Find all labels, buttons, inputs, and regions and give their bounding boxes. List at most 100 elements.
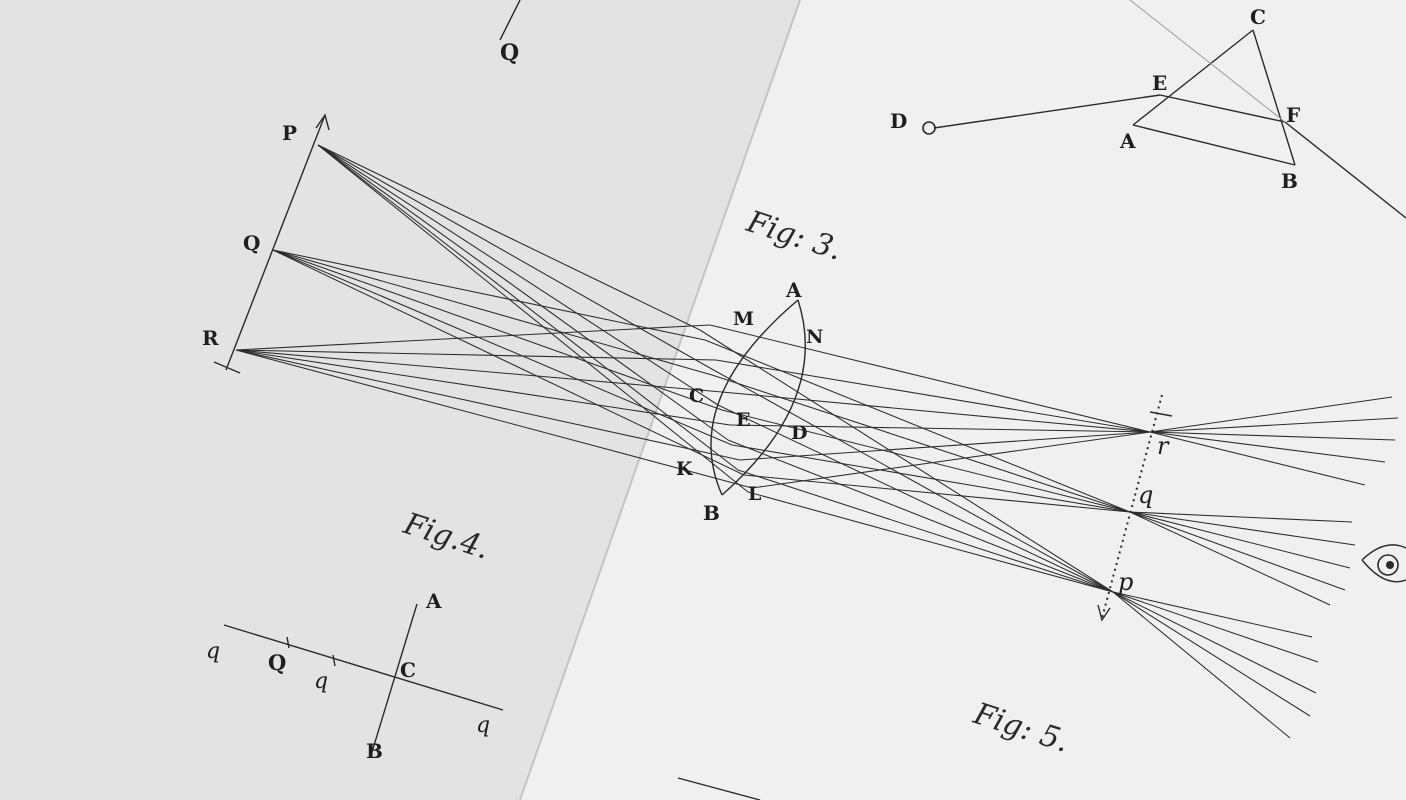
ray-incident-1-3 bbox=[272, 249, 733, 446]
ray-diverging-2-3 bbox=[1149, 431, 1386, 463]
ray-incident-1-1 bbox=[272, 249, 713, 376]
top-fragment: Q bbox=[499, 0, 521, 66]
label-D: D bbox=[791, 422, 807, 444]
fig4-label-q-left: q bbox=[206, 639, 220, 664]
prism-label-C: C bbox=[1250, 5, 1266, 29]
prism-figure: C E F D A B bbox=[890, 0, 1406, 219]
incident-ray bbox=[933, 94, 1161, 129]
ray-incident-2-1 bbox=[235, 349, 717, 361]
ray-incident-2-2 bbox=[235, 349, 723, 393]
emergent-ray bbox=[1284, 121, 1406, 219]
label-N: N bbox=[806, 326, 823, 348]
ray-refracted-2-5 bbox=[751, 431, 1151, 489]
prism-label-F: F bbox=[1286, 103, 1300, 127]
ray-incident-0-2 bbox=[317, 144, 719, 406]
prism-side-ca bbox=[1132, 29, 1254, 126]
ray-refracted-1-0 bbox=[704, 339, 1131, 513]
ray-incident-0-5 bbox=[317, 144, 749, 493]
prism-label-D: D bbox=[890, 109, 907, 133]
ray-refracted-2-3 bbox=[729, 424, 1151, 433]
prism-label-B: B bbox=[1281, 169, 1298, 193]
ray-incident-1-4 bbox=[272, 249, 745, 476]
label-r: r bbox=[1157, 432, 1170, 460]
prism-side-ab bbox=[1132, 124, 1296, 166]
label-M: M bbox=[733, 308, 754, 330]
ray-refracted-0-3 bbox=[727, 439, 1114, 593]
fig4-lens-line bbox=[371, 603, 418, 753]
left-page bbox=[0, 0, 800, 800]
lens-left-surface bbox=[710, 299, 799, 496]
ray-refracted-1-2 bbox=[721, 409, 1131, 513]
ray-refracted-0-4 bbox=[737, 469, 1114, 593]
fragment-line bbox=[499, 0, 521, 41]
ray-refracted-2-0 bbox=[709, 324, 1151, 433]
label-A: A bbox=[785, 278, 802, 302]
fig4-tick-q bbox=[332, 654, 336, 667]
label-Q: Q bbox=[243, 231, 260, 255]
ray-diverging-1-2 bbox=[1129, 511, 1351, 569]
prism-label-A: A bbox=[1119, 129, 1136, 153]
label-q: q bbox=[1138, 481, 1153, 509]
ray-diverging-0-4 bbox=[1112, 591, 1291, 739]
ray-incident-0-1 bbox=[317, 144, 711, 369]
fig5-line-start bbox=[677, 777, 761, 800]
fig3-diagram: P Q R A B M N C E D K L r q p Fig: 3. bbox=[202, 113, 1406, 739]
page-edge bbox=[519, 0, 801, 800]
ray-diverging-0-2 bbox=[1112, 591, 1317, 694]
source-point-D bbox=[922, 121, 936, 135]
prism-label-E: E bbox=[1152, 71, 1167, 95]
label-C: C bbox=[689, 385, 704, 407]
ray-incident-1-0 bbox=[272, 249, 706, 341]
right-page bbox=[520, 0, 1406, 800]
ray-incident-2-5 bbox=[235, 349, 753, 489]
ray-refracted-0-5 bbox=[747, 491, 1114, 593]
ray-diverging-0-3 bbox=[1112, 591, 1311, 717]
label-P: P bbox=[282, 121, 297, 145]
ray-refracted-2-4 bbox=[739, 431, 1151, 461]
label-R: R bbox=[202, 326, 219, 350]
ray-diverging-0-0 bbox=[1112, 591, 1313, 638]
fig4-label-q-mid: q bbox=[314, 669, 328, 694]
label-E: E bbox=[736, 409, 750, 431]
fig4-label-A: A bbox=[425, 589, 442, 613]
ray-refracted-0-2 bbox=[717, 404, 1114, 593]
image-top-tick bbox=[1149, 411, 1173, 417]
ray-refracted-2-2 bbox=[721, 391, 1151, 433]
ray-bundles bbox=[235, 144, 1399, 739]
ray-refracted-2-1 bbox=[715, 359, 1151, 433]
ray-diverging-1-1 bbox=[1129, 511, 1356, 546]
fig4-label-q-right: q bbox=[476, 713, 490, 738]
ray-refracted-1-4 bbox=[743, 474, 1131, 513]
image-arrow-head bbox=[1097, 604, 1111, 622]
fig4-label-Q: Q bbox=[268, 650, 286, 675]
object-base-tick bbox=[213, 361, 241, 374]
fig4-label-C: C bbox=[400, 658, 416, 682]
ray-incident-0-3 bbox=[317, 144, 729, 441]
prism-side-cb bbox=[1252, 29, 1296, 166]
ray-incident-2-3 bbox=[235, 349, 731, 426]
fig4-tick-Q bbox=[286, 636, 290, 649]
ray-refracted-0-1 bbox=[709, 367, 1114, 593]
ray-diverging-2-1 bbox=[1149, 417, 1399, 433]
ray-refracted-0-0 bbox=[699, 329, 1114, 593]
label-K: K bbox=[676, 458, 694, 480]
image-arrow bbox=[1101, 394, 1163, 619]
ray-incident-1-2 bbox=[272, 249, 723, 411]
ray-diverging-2-2 bbox=[1149, 431, 1396, 441]
label-p: p bbox=[1118, 568, 1133, 596]
eye-icon bbox=[1361, 544, 1406, 583]
construction-line bbox=[1129, 0, 1286, 123]
ray-diverging-1-0 bbox=[1129, 511, 1353, 523]
object-arrow-head bbox=[315, 113, 330, 131]
label-Q-top: Q bbox=[500, 40, 519, 66]
ray-incident-2-4 bbox=[235, 349, 741, 461]
label-B: B bbox=[703, 501, 720, 525]
ray-diverging-0-1 bbox=[1112, 591, 1319, 663]
ray-diverging-1-3 bbox=[1129, 511, 1346, 591]
object-arrow bbox=[225, 114, 326, 371]
lens-right-surface bbox=[721, 299, 806, 496]
internal-ray bbox=[1159, 94, 1286, 123]
ray-incident-2-0 bbox=[235, 324, 711, 351]
